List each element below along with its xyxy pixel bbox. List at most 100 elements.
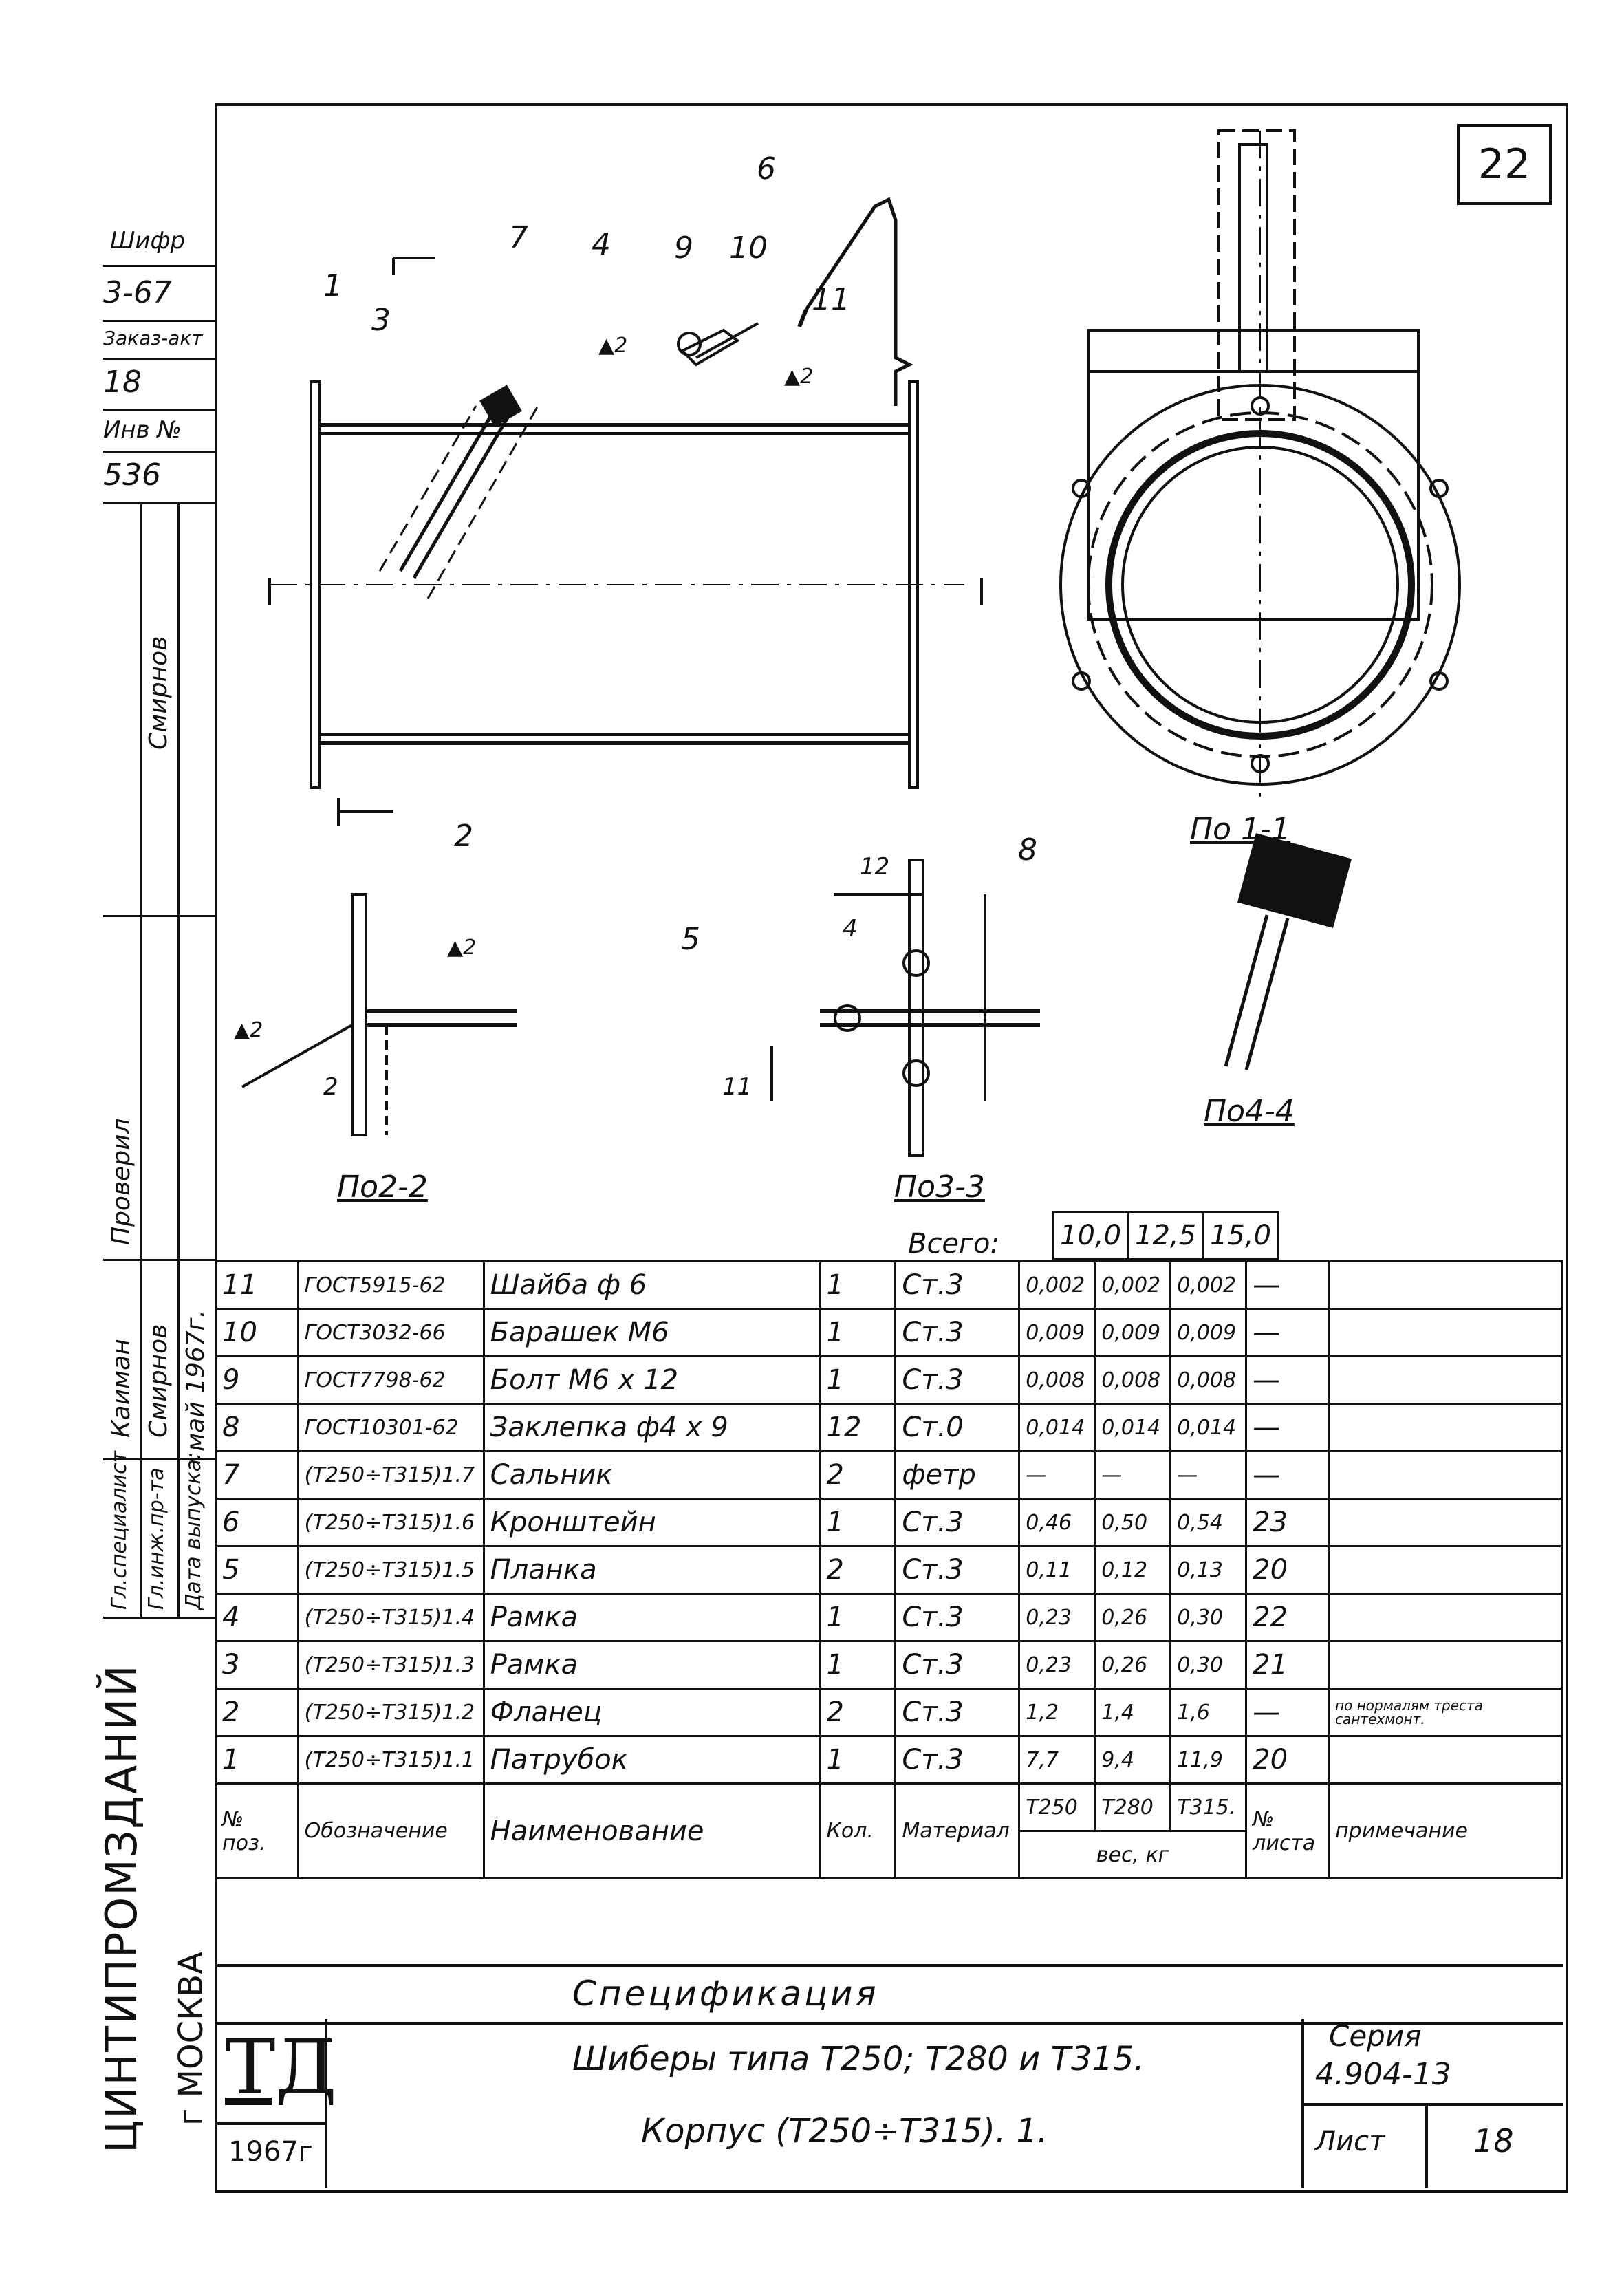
table-row: 11 ГОСТ5915-62 Шайба ф 6 1 Ст.3 0,002 0,… [215,1260,1563,1310]
label-view-4-4: По4-4 [1204,1094,1295,1129]
cell-w3: 0,009 [1169,1308,1248,1357]
technical-drawing [241,129,1461,1157]
cell-note: по нормалям треста сантехмонт. [1328,1688,1563,1737]
total-t315: 15,0 [1202,1211,1279,1260]
stamp-order-value: 18 [103,365,142,400]
table-row: 9 ГОСТ7798-62 Болт М6 х 12 1 Ст.3 0,008 … [215,1355,1563,1405]
cell-w1: 0,11 [1018,1545,1096,1595]
cell-doc: ГОСТ3032-66 [296,1308,485,1357]
table-row: 4 (Т250÷Т315)1.4 Рамка 1 Ст.3 0,23 0,26 … [215,1593,1563,1642]
totals-label: Всего: [908,1228,1000,1260]
cell-note [1328,1545,1563,1595]
cell-doc: (Т250÷Т315)1.1 [296,1735,485,1785]
cell-mat: Ст.3 [894,1260,1021,1310]
cell-name: Болт М6 х 12 [482,1355,821,1405]
label-view-2-2: По2-2 [337,1169,428,1205]
cell-doc: (Т250÷Т315)1.7 [296,1450,485,1500]
sheet-number-box: 22 [1457,124,1552,205]
cell-pos: 10 [215,1308,299,1357]
cell-w2: 0,26 [1094,1593,1172,1642]
position-4: 4 [592,227,611,262]
cell-doc: (Т250÷Т315)1.3 [296,1640,485,1690]
cell-w3: 0,13 [1169,1545,1248,1595]
table-row: 10 ГОСТ3032-66 Барашек М6 1 Ст.3 0,009 0… [215,1308,1563,1357]
sheet-label: Лист [1315,2126,1385,2157]
header-sheet: № листа [1245,1782,1330,1879]
view-1-1 [1059,129,1461,798]
position-6: 6 [757,151,776,186]
cell-w2: 0,008 [1094,1355,1172,1405]
cell-pos: 6 [215,1498,299,1547]
stamp-checked-name: Смирнов [144,636,173,750]
position-7: 7 [509,220,528,255]
cell-qty: 1 [819,1498,897,1547]
stamp-checked-role: Проверил [107,1118,136,1245]
cell-note [1328,1450,1563,1500]
cell-w1: — [1018,1450,1096,1500]
cell-sheet: — [1245,1260,1330,1310]
cell-doc: (Т250÷Т315)1.4 [296,1593,485,1642]
cell-w1: 0,002 [1018,1260,1096,1310]
view-4-4 [1224,833,1352,1070]
stamp-inv-value: 536 [103,457,161,493]
publisher-city: г МОСКВА [172,1951,210,2126]
cell-pos: 1 [215,1735,299,1785]
dimension-12: 12 [860,853,890,881]
cell-qty: 2 [819,1688,897,1737]
weld-mark-b: ▲2 [784,365,814,389]
stamp-cipher-label: Шифр [110,227,186,255]
logo-td: ТД [225,2023,337,2111]
cell-qty: 2 [819,1545,897,1595]
stamp-role-1-name: Каиман [107,1339,136,1438]
position-1: 1 [323,268,343,303]
cell-mat: Ст.3 [894,1688,1021,1737]
stamp-release-date: май 1967г. [182,1309,210,1452]
cell-mat: Ст.3 [894,1593,1021,1642]
dimension-11: 11 [722,1073,753,1101]
cell-pos: 2 [215,1688,299,1737]
header-note: примечание [1328,1782,1563,1879]
cell-w2: 0,002 [1094,1260,1172,1310]
specification-table: 11 ГОСТ5915-62 Шайба ф 6 1 Ст.3 0,002 0,… [215,1260,1563,1879]
cell-name: Заклепка ф4 х 9 [482,1403,821,1452]
cell-mat: Ст.3 [894,1545,1021,1595]
cell-w2: — [1094,1450,1172,1500]
cell-w3: 0,014 [1169,1403,1248,1452]
header-pos: № поз. [215,1782,299,1879]
cell-sheet: 22 [1245,1593,1330,1642]
cell-doc: (Т250÷Т315)1.5 [296,1545,485,1595]
label-view-3-3: По3-3 [894,1169,985,1205]
cell-note [1328,1735,1563,1785]
spec-caption: Спецификация [572,1974,879,2014]
cell-qty: 2 [819,1450,897,1500]
cell-name: Патрубок [482,1735,821,1785]
cell-w2: 0,12 [1094,1545,1172,1595]
position-10: 10 [729,230,768,266]
header-name: Наименование [482,1782,821,1879]
cell-pos: 8 [215,1403,299,1452]
cell-name: Барашек М6 [482,1308,821,1357]
stamp-inv-label: Инв № [103,416,182,444]
series-label: Серия [1329,2019,1422,2053]
series-value: 4.904-13 [1315,2057,1451,2092]
cell-name: Шайба ф 6 [482,1260,821,1310]
weld-mark-c: ▲2 [447,936,477,960]
stamp-role-2-name: Смирнов [144,1324,173,1438]
weld-mark-a: ▲2 [598,334,628,358]
cell-mat: Ст.0 [894,1403,1021,1452]
dimension-4: 4 [843,915,858,942]
cell-w3: 0,54 [1169,1498,1248,1547]
cell-mat: Ст.3 [894,1735,1021,1785]
cell-qty: 1 [819,1308,897,1357]
weld-mark-d: ▲2 [234,1018,263,1042]
cell-sheet: — [1245,1688,1330,1737]
cell-note [1328,1640,1563,1690]
table-row: 1 (Т250÷Т315)1.1 Патрубок 1 Ст.3 7,7 9,4… [215,1735,1563,1785]
cell-mat: Ст.3 [894,1355,1021,1405]
table-header-row-2: вес, кг [216,1830,1562,1879]
cell-name: Фланец [482,1688,821,1737]
cell-w2: 0,014 [1094,1403,1172,1452]
header-qty: Кол. [819,1782,897,1879]
cell-pos: 9 [215,1355,299,1405]
cell-note [1328,1308,1563,1357]
